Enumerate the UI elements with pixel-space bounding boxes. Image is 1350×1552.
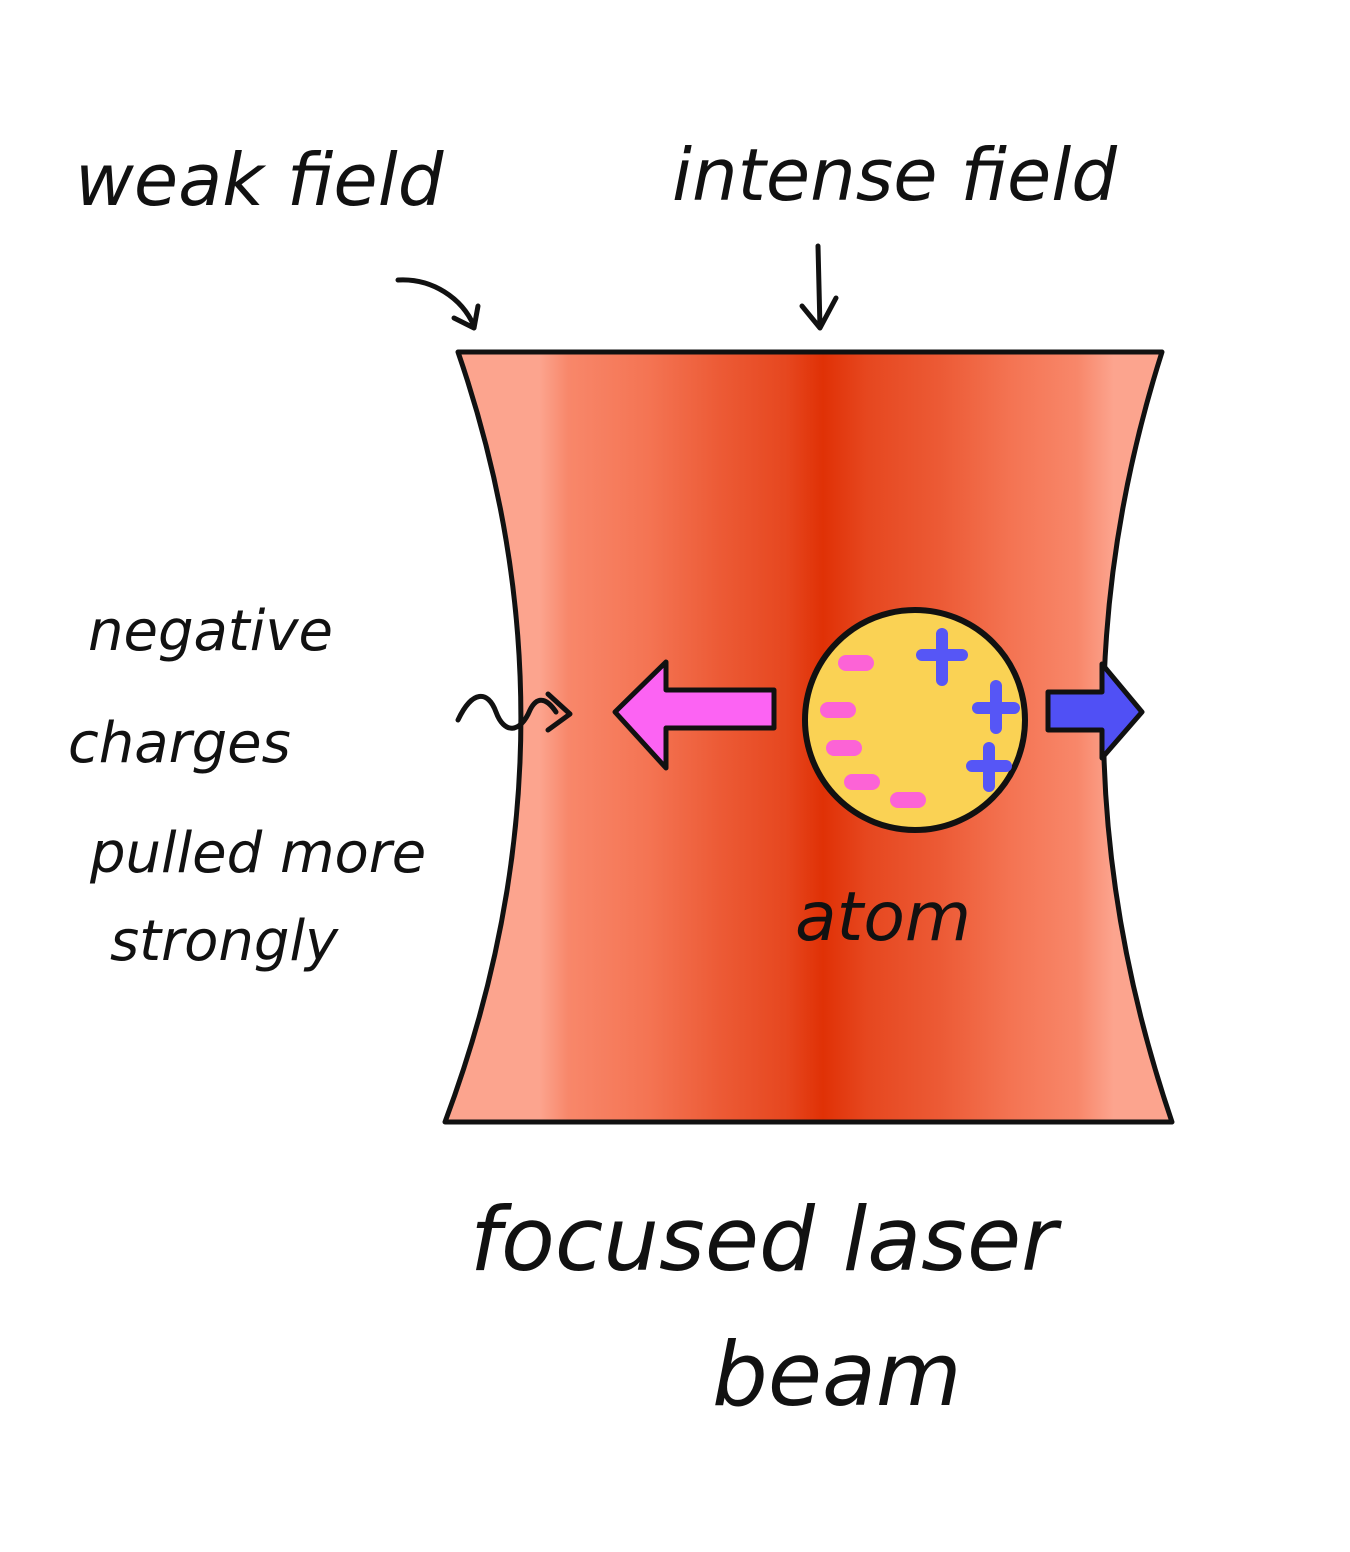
beam-label-line2: beam — [712, 1323, 962, 1426]
weak-field-label: weak field — [75, 138, 445, 222]
negative-charges — [820, 655, 926, 808]
positive-charge-mark — [972, 680, 1020, 734]
down-arrow-icon — [799, 243, 839, 331]
atom-label: atom — [795, 878, 971, 957]
atom — [802, 607, 1028, 833]
intense-field-label: intense field — [672, 133, 1118, 217]
left-force-arrow — [612, 659, 777, 771]
squiggle-arrow-icon — [455, 691, 573, 733]
positive-charges — [916, 628, 1020, 792]
right-force-arrow — [1045, 661, 1145, 761]
beam-label-line1: focused laser — [470, 1188, 1062, 1291]
positive-charge-mark — [916, 628, 968, 686]
negative-charges-label-line4: strongly — [110, 909, 339, 974]
curved-arrow-icon — [395, 277, 481, 331]
negative-charges-label-line2: charges — [68, 711, 291, 776]
negative-charges-label-line3: pulled more — [89, 821, 426, 886]
positive-charge-mark — [966, 742, 1012, 792]
negative-charges-label-line1: negative — [88, 599, 333, 664]
